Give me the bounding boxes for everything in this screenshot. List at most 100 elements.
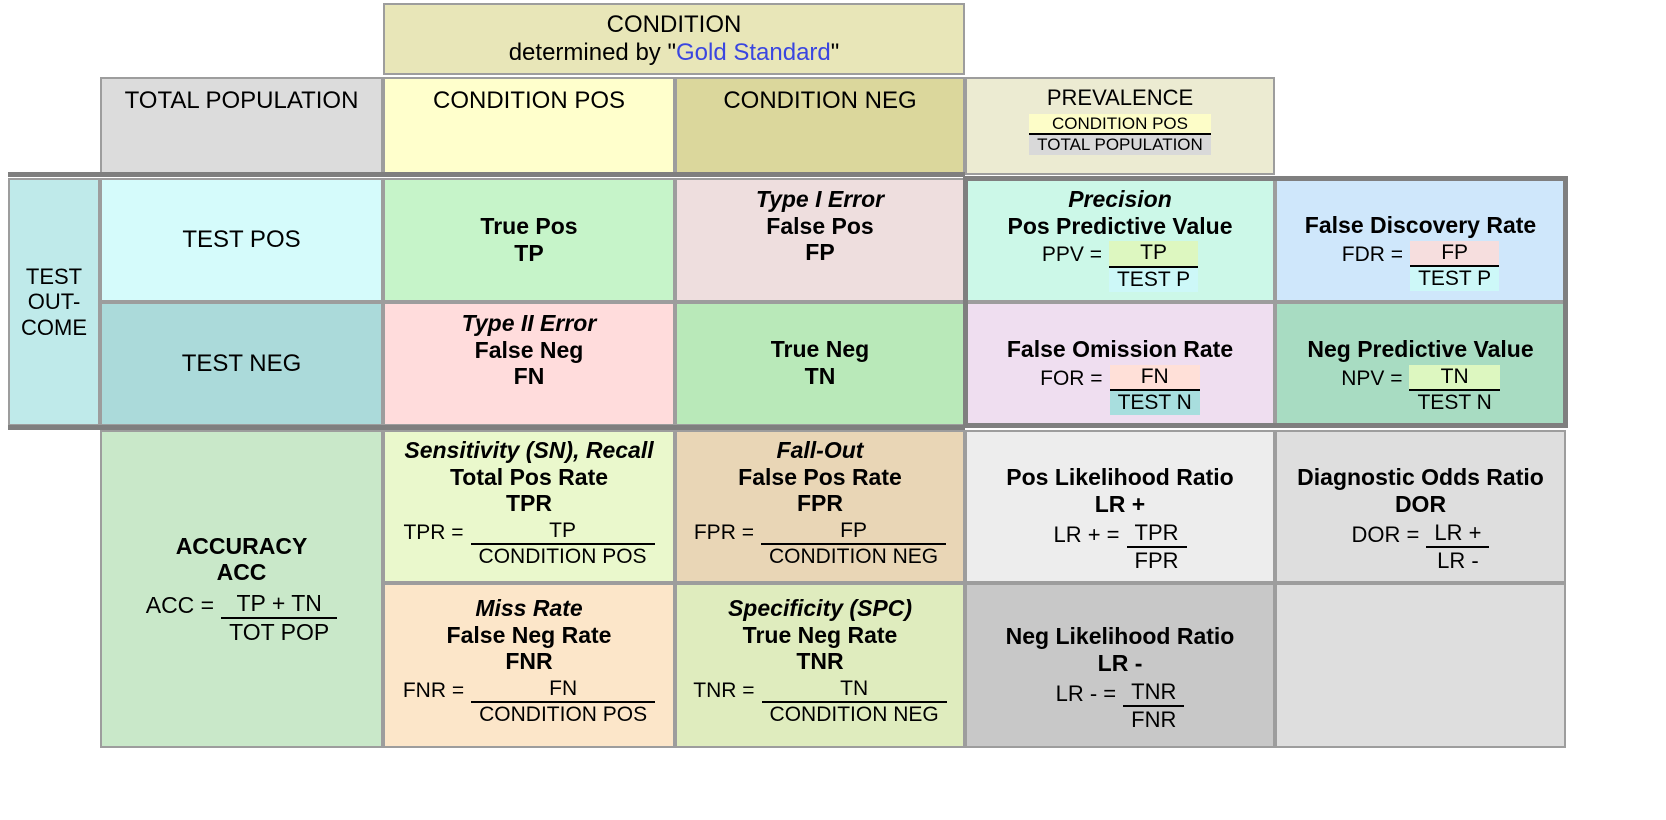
lr-pos-fraction: TPR FPR (1126, 520, 1187, 573)
npv-fraction: TN TEST N (1409, 364, 1500, 416)
prevalence-fraction: CONDITION POS TOTAL POPULATION (1029, 113, 1211, 155)
dor-abbr: DOR (1394, 490, 1447, 517)
lr-pos-abbr: LR + (1094, 490, 1146, 517)
tpr-fraction: TP CONDITION POS (470, 519, 655, 570)
test-outcome-line2: OUT- (27, 289, 81, 315)
cell-fpr: Fall-Out False Pos Rate FPR FPR = FP CON… (675, 430, 965, 583)
tpr-eq-label: TPR = (403, 521, 464, 545)
cell-npv: Neg Predictive Value NPV = TN TEST N (1275, 302, 1566, 426)
tnr-equation: TNR = TN CONDITION NEG (693, 677, 947, 728)
accuracy-fraction: TP + TN TOT POP (221, 590, 338, 645)
fdr-name: False Discovery Rate (1304, 212, 1537, 238)
condition-title-line1: CONDITION (606, 11, 742, 39)
for-numerator: FN (1109, 364, 1200, 392)
matrix-block-bottom-border (8, 425, 965, 430)
tnr-name: True Neg Rate (742, 621, 898, 648)
fp-alias: Type I Error (755, 186, 885, 212)
fpr-fraction: FP CONDITION NEG (760, 519, 947, 570)
header-total-population: TOTAL POPULATION (100, 77, 383, 175)
accuracy-equation: ACC = TP + TN TOT POP (146, 590, 338, 645)
lr-pos-equation: LR + = TPR FPR (1053, 520, 1187, 573)
prevalence-numerator: CONDITION POS (1029, 113, 1211, 136)
cell-false-negative: Type II Error False Neg FN (383, 302, 675, 426)
test-outcome-line3: COME (21, 314, 87, 340)
test-outcome-line1: TEST (25, 263, 83, 289)
fnr-fraction: FN CONDITION POS (471, 677, 656, 728)
test-outcome-label: TEST OUT- COME (8, 178, 100, 426)
tpr-abbr: TPR (506, 490, 552, 517)
fnr-equation: FNR = FN CONDITION POS (403, 677, 656, 728)
cell-fdr: False Discovery Rate FDR = FP TEST P (1275, 178, 1566, 302)
tnr-numerator: TN (761, 677, 947, 704)
cell-true-positive: True Pos TP (383, 178, 675, 302)
fpr-equation: FPR = FP CONDITION NEG (693, 519, 947, 570)
lr-neg-fraction: TNR FNR (1123, 679, 1185, 732)
header-prevalence: PREVALENCE CONDITION POS TOTAL POPULATIO… (965, 77, 1275, 175)
tp-name: True Pos (480, 213, 578, 240)
fnr-alias: Miss Rate (475, 595, 583, 621)
tpr-equation: TPR = TP CONDITION POS (403, 519, 655, 570)
ppv-fraction: TP TEST P (1108, 241, 1199, 293)
lr-neg-numerator: TNR (1123, 679, 1185, 707)
ppv-alias: Precision (1068, 186, 1172, 212)
test-neg-label: TEST NEG (181, 350, 302, 378)
row-label-test-pos: TEST POS (100, 178, 383, 302)
ppv-name: Pos Predictive Value (1007, 212, 1233, 239)
dor-name: Diagnostic Odds Ratio (1297, 464, 1544, 490)
cell-false-positive: Type I Error False Pos FP (675, 178, 965, 302)
prevalence-label: PREVALENCE (1046, 85, 1194, 110)
tn-name: True Neg (770, 336, 870, 362)
test-pos-label: TEST POS (182, 226, 301, 254)
fn-abbr: FN (513, 363, 545, 390)
cell-ppv: Precision Pos Predictive Value PPV = TP … (965, 178, 1275, 302)
npv-name: Neg Predictive Value (1307, 336, 1534, 362)
fn-name: False Neg (474, 336, 584, 363)
for-name: False Omission Rate (1006, 336, 1234, 362)
dor-fraction: LR + LR - (1426, 520, 1490, 573)
tnr-abbr: TNR (796, 648, 844, 675)
lr-pos-name: Pos Likelihood Ratio (1006, 464, 1234, 490)
for-denominator: TEST N (1109, 391, 1200, 416)
cell-lr-pos: Pos Likelihood Ratio LR + LR + = TPR FPR (965, 430, 1275, 583)
lr-neg-denominator: FNR (1131, 706, 1177, 732)
header-condition-pos: CONDITION POS (383, 77, 675, 175)
condition-neg-label: CONDITION NEG (723, 87, 917, 114)
fpr-denominator: CONDITION NEG (768, 545, 939, 569)
ppv-eq-label: PPV = (1041, 243, 1102, 267)
npv-equation: NPV = TN TEST N (1341, 364, 1500, 416)
tnr-eq-label: TNR = (693, 679, 755, 703)
npv-denominator: TEST N (1417, 391, 1492, 415)
fdr-denominator: TEST P (1410, 267, 1500, 292)
cell-tnr: Specificity (SPC) True Neg Rate TNR TNR … (675, 583, 965, 748)
tpr-alias: Sensitivity (SN), Recall (404, 437, 654, 463)
prevalence-denominator: TOTAL POPULATION (1029, 135, 1211, 155)
fpr-numerator: FP (760, 519, 947, 546)
lr-pos-numerator: TPR (1126, 520, 1187, 548)
total-population-label: TOTAL POPULATION (124, 87, 359, 114)
fpr-name: False Pos Rate (738, 463, 902, 490)
fnr-abbr: FNR (505, 648, 553, 675)
fpr-alias: Fall-Out (776, 437, 864, 463)
matrix-block-top-border (8, 172, 965, 177)
lr-neg-name: Neg Likelihood Ratio (1005, 623, 1235, 649)
dor-numerator: LR + (1426, 520, 1490, 548)
fdr-fraction: FP TEST P (1410, 240, 1500, 292)
cell-accuracy: ACCURACY ACC ACC = TP + TN TOT POP (100, 430, 383, 748)
npv-numerator: TN (1409, 364, 1500, 392)
fdr-eq-label: FDR = (1341, 242, 1404, 266)
fnr-name: False Neg Rate (446, 621, 612, 648)
accuracy-eq-label: ACC = (145, 592, 215, 618)
condition-title-suffix: " (830, 39, 840, 66)
for-equation: FOR = FN TEST N (1040, 364, 1200, 416)
cell-tpr: Sensitivity (SN), Recall Total Pos Rate … (383, 430, 675, 583)
fp-abbr: FP (805, 239, 835, 266)
tpr-name: Total Pos Rate (449, 463, 609, 490)
dor-denominator: LR - (1437, 547, 1479, 573)
tpr-numerator: TP (470, 519, 655, 546)
fdr-equation: FDR = FP TEST P (1341, 240, 1500, 292)
ppv-numerator: TP (1108, 241, 1199, 268)
lr-neg-eq-label: LR - = (1055, 681, 1117, 707)
lr-neg-abbr: LR - (1097, 649, 1143, 676)
fpr-eq-label: FPR = (693, 521, 754, 545)
